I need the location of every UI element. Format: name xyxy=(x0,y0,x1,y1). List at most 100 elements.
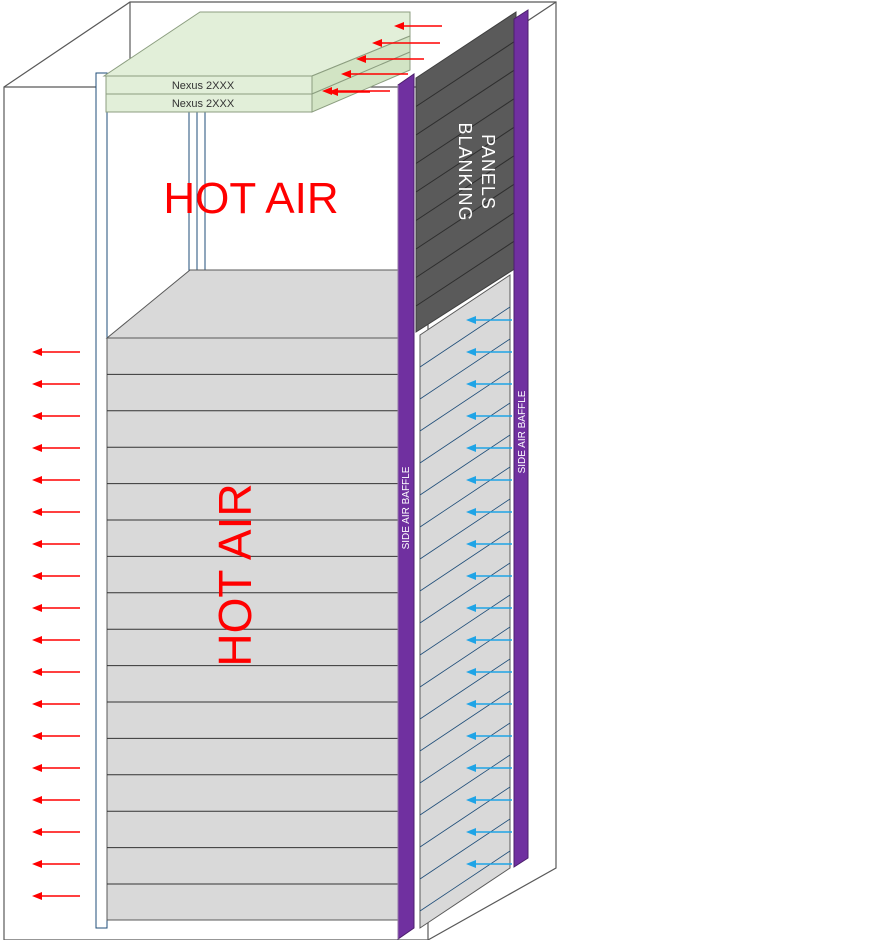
arrow-left-icon xyxy=(32,604,80,612)
switch-label-bottom: Nexus 2XXX xyxy=(172,98,235,110)
cold-air-intake-arrows xyxy=(466,316,512,868)
arrow-left-icon-head xyxy=(394,22,404,30)
side-air-baffle-rear: SIDE AIR BAFFLE xyxy=(513,9,529,868)
arrow-left-icon xyxy=(32,508,80,516)
arrow-left-icon-head xyxy=(32,860,42,868)
arrow-left-icon-head xyxy=(32,540,42,548)
side-air-baffle-front: SIDE AIR BAFFLE xyxy=(397,73,415,940)
switch-intake-arrows xyxy=(322,22,442,96)
rear-unit-divider xyxy=(419,306,511,368)
rear-unit-divider xyxy=(419,626,511,688)
arrow-left-icon-head xyxy=(322,87,332,95)
arrow-left-icon xyxy=(32,412,80,420)
arrow-left-icon xyxy=(466,828,512,836)
arrow-left-icon-head xyxy=(32,828,42,836)
arrow-left-icon-head xyxy=(32,508,42,516)
rear-unit-divider xyxy=(419,530,511,592)
arrow-left-icon xyxy=(466,508,512,516)
arrow-left-icon-head xyxy=(32,668,42,676)
arrow-left-icon-head xyxy=(466,636,476,644)
arrow-left-icon-head xyxy=(466,732,476,740)
arrow-left-icon-head xyxy=(466,700,476,708)
arrow-left-icon xyxy=(32,444,80,452)
hot-air-label-vertical: HOT AIR xyxy=(209,483,261,666)
arrow-left-icon xyxy=(328,88,370,96)
server-stack xyxy=(105,269,399,921)
arrow-left-icon xyxy=(466,604,512,612)
rear-unit-divider xyxy=(419,402,511,464)
arrow-left-icon xyxy=(466,732,512,740)
side-air-baffle-rear-label: SIDE AIR BAFFLE xyxy=(517,390,528,473)
arrow-left-icon-head xyxy=(341,70,351,78)
arrow-left-icon xyxy=(466,636,512,644)
arrow-left-icon xyxy=(32,828,80,836)
arrow-left-icon xyxy=(32,572,80,580)
arrow-left-icon-head xyxy=(466,796,476,804)
rear-unit-divider xyxy=(419,754,511,816)
arrow-left-icon xyxy=(466,412,512,420)
blanking-panels: BLANKING PANELS xyxy=(415,11,517,333)
server-unit-dividers xyxy=(107,373,398,885)
arrow-left-icon-head xyxy=(32,348,42,356)
arrow-left-icon xyxy=(466,476,512,484)
arrow-left-icon-head xyxy=(32,796,42,804)
arrow-left-icon-head xyxy=(466,764,476,772)
arrow-left-icon-head xyxy=(372,39,382,47)
arrow-left-icon xyxy=(32,764,80,772)
arrow-left-icon xyxy=(466,796,512,804)
rear-unit-dividers xyxy=(419,306,511,912)
arrow-left-icon-head xyxy=(32,412,42,420)
blanking-panel-dividers xyxy=(415,40,517,307)
arrow-left-icon-head xyxy=(466,348,476,356)
blanking-panel-divider xyxy=(415,68,517,136)
rear-unit-divider xyxy=(419,434,511,496)
arrow-left-icon-head xyxy=(32,764,42,772)
arrow-left-icon xyxy=(341,70,408,78)
arrow-left-icon-head xyxy=(466,316,476,324)
arrow-left-icon xyxy=(466,380,512,388)
arrow-left-icon xyxy=(466,348,512,356)
arrow-left-icon xyxy=(466,540,512,548)
arrow-left-icon-head xyxy=(32,572,42,580)
arrow-left-icon xyxy=(32,668,80,676)
arrow-left-icon-head xyxy=(466,668,476,676)
arrow-left-icon xyxy=(32,476,80,484)
arrow-left-icon xyxy=(32,636,80,644)
arrow-left-icon xyxy=(32,732,80,740)
rear-unit-divider xyxy=(419,562,511,624)
rear-unit-divider xyxy=(419,690,511,752)
arrow-left-icon xyxy=(466,700,512,708)
arrow-left-icon xyxy=(322,87,390,95)
rear-unit-divider xyxy=(419,338,511,400)
arrow-left-icon xyxy=(466,444,512,452)
arrow-left-icon xyxy=(32,796,80,804)
arrow-left-icon xyxy=(356,55,424,63)
arrow-left-icon xyxy=(466,668,512,676)
arrow-left-icon-head xyxy=(466,476,476,484)
rear-unit-divider xyxy=(419,498,511,560)
arrow-left-icon-head xyxy=(32,892,42,900)
arrow-left-icon-head xyxy=(32,444,42,452)
arrow-left-icon xyxy=(32,540,80,548)
blanking-panel-divider xyxy=(415,154,517,221)
rear-unit-column xyxy=(419,274,511,929)
arrow-left-icon-head xyxy=(32,732,42,740)
arrow-left-icon-head xyxy=(466,572,476,580)
switch-label-top: Nexus 2XXX xyxy=(172,80,235,92)
arrow-left-icon-head xyxy=(32,476,42,484)
side-air-baffle-front-label: SIDE AIR BAFFLE xyxy=(401,466,412,549)
rear-unit-divider xyxy=(419,850,511,912)
rear-unit-divider xyxy=(419,370,511,432)
arrow-left-icon xyxy=(394,22,442,30)
blanking-panel-divider xyxy=(415,40,517,107)
front-rail xyxy=(95,72,206,929)
arrow-left-icon xyxy=(466,764,512,772)
arrow-left-icon-head xyxy=(466,444,476,452)
rear-unit-divider xyxy=(419,594,511,656)
arrow-left-icon-head xyxy=(466,604,476,612)
hot-air-label-top: HOT AIR xyxy=(163,174,338,223)
arrow-left-icon xyxy=(466,316,512,324)
rear-unit-divider xyxy=(419,818,511,880)
